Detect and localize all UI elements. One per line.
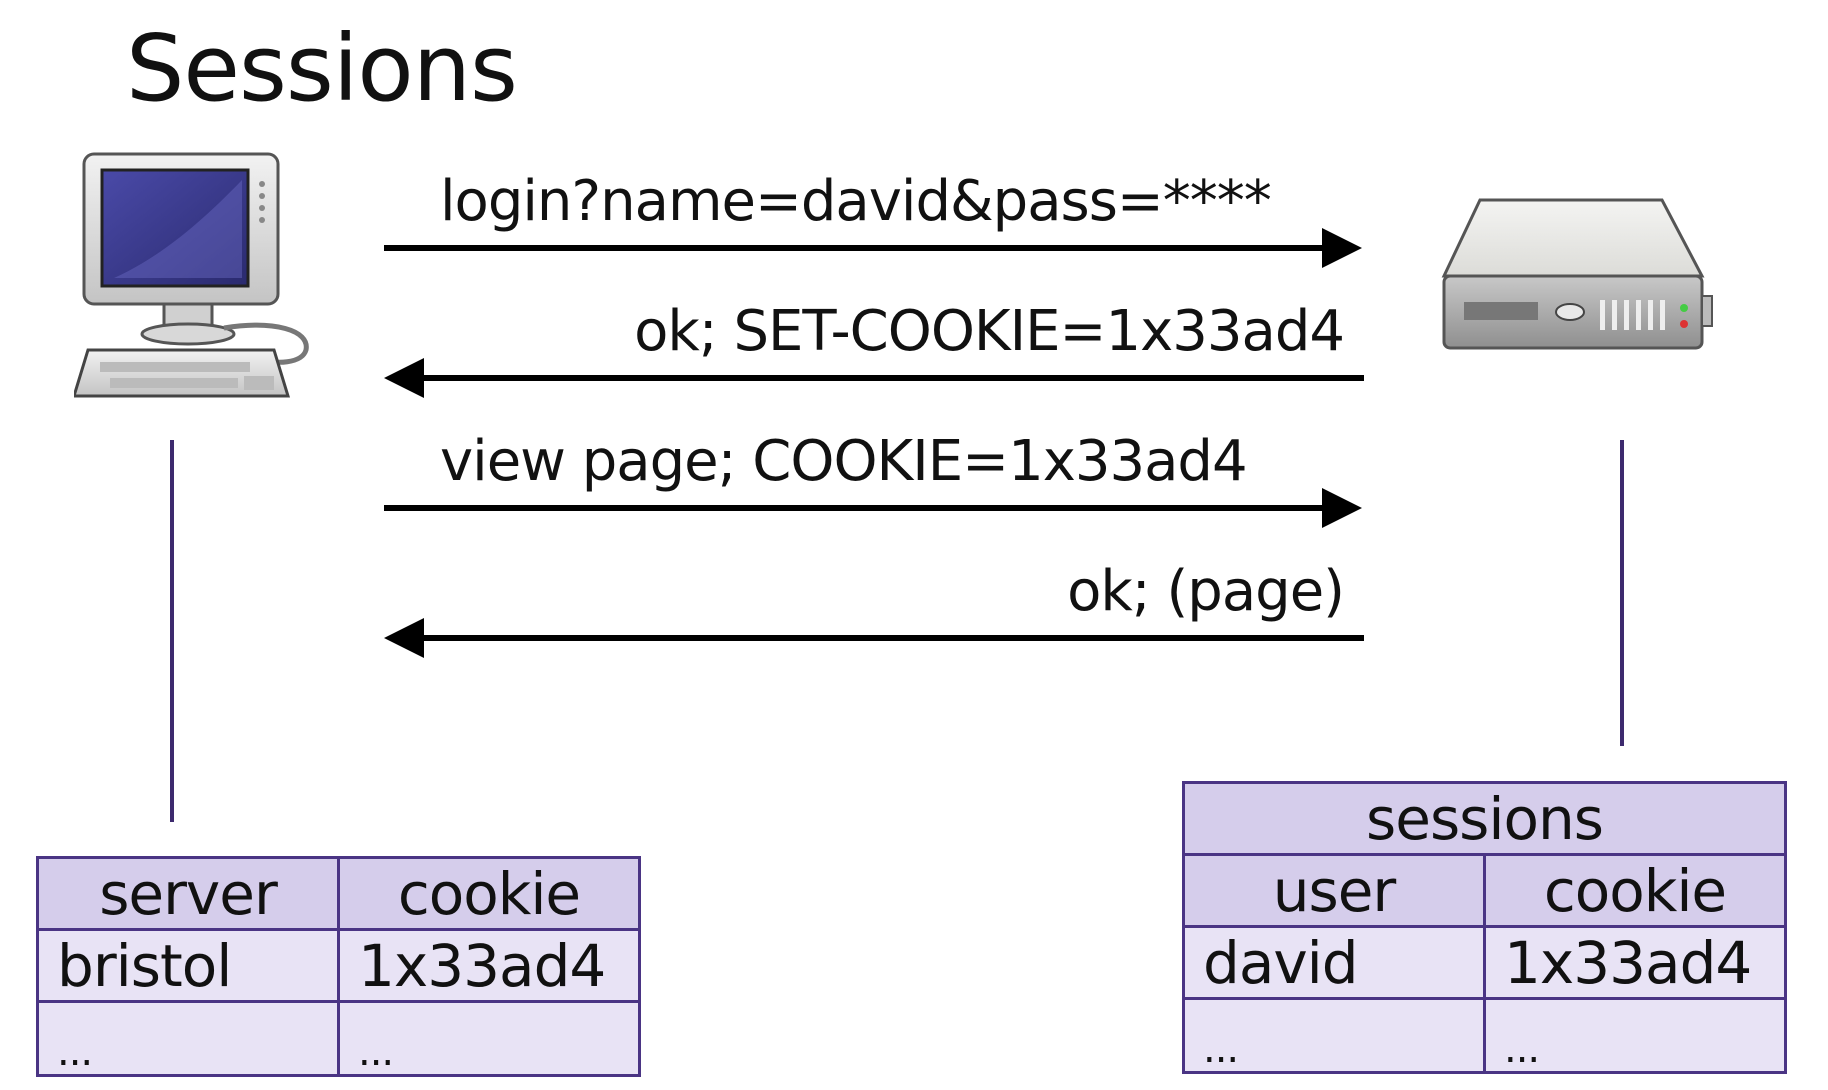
client-lifeline <box>170 440 174 822</box>
table-cell: 1x33ad4 <box>337 928 641 1003</box>
table-header: user <box>1182 853 1486 928</box>
table-caption: sessions <box>1181 781 1788 856</box>
message-set-cookie: ok; SET-COOKIE=1x33ad4 <box>634 299 1345 364</box>
table-header: server <box>36 856 340 931</box>
table-cell: david <box>1182 925 1486 1000</box>
table-header: cookie <box>1482 853 1788 928</box>
arrow-page-response <box>384 618 1364 658</box>
table-cell: 1x33ad4 <box>1482 925 1788 1000</box>
server-sessions-table: sessions user cookie david 1x33ad4 ... .… <box>1181 781 1788 1074</box>
message-login: login?name=david&pass=**** <box>440 169 1272 234</box>
page-title: Sessions <box>126 15 518 122</box>
arrow-view-page <box>384 488 1362 528</box>
arrow-set-cookie <box>384 358 1364 398</box>
table-header: cookie <box>337 856 641 931</box>
table-cell: ... <box>1182 997 1486 1074</box>
table-cell: ... <box>36 1000 340 1077</box>
desktop-computer-icon <box>71 150 330 404</box>
arrow-login <box>384 228 1362 268</box>
server-lifeline <box>1620 440 1624 746</box>
table-cell: bristol <box>36 928 340 1003</box>
table-cell: ... <box>337 1000 641 1077</box>
table-cell: ... <box>1482 997 1788 1074</box>
message-page-response: ok; (page) <box>1067 559 1345 624</box>
server-icon <box>1440 196 1716 364</box>
message-view-page: view page; COOKIE=1x33ad4 <box>440 429 1248 494</box>
client-cookie-table: server cookie bristol 1x33ad4 ... ... <box>36 856 641 1077</box>
